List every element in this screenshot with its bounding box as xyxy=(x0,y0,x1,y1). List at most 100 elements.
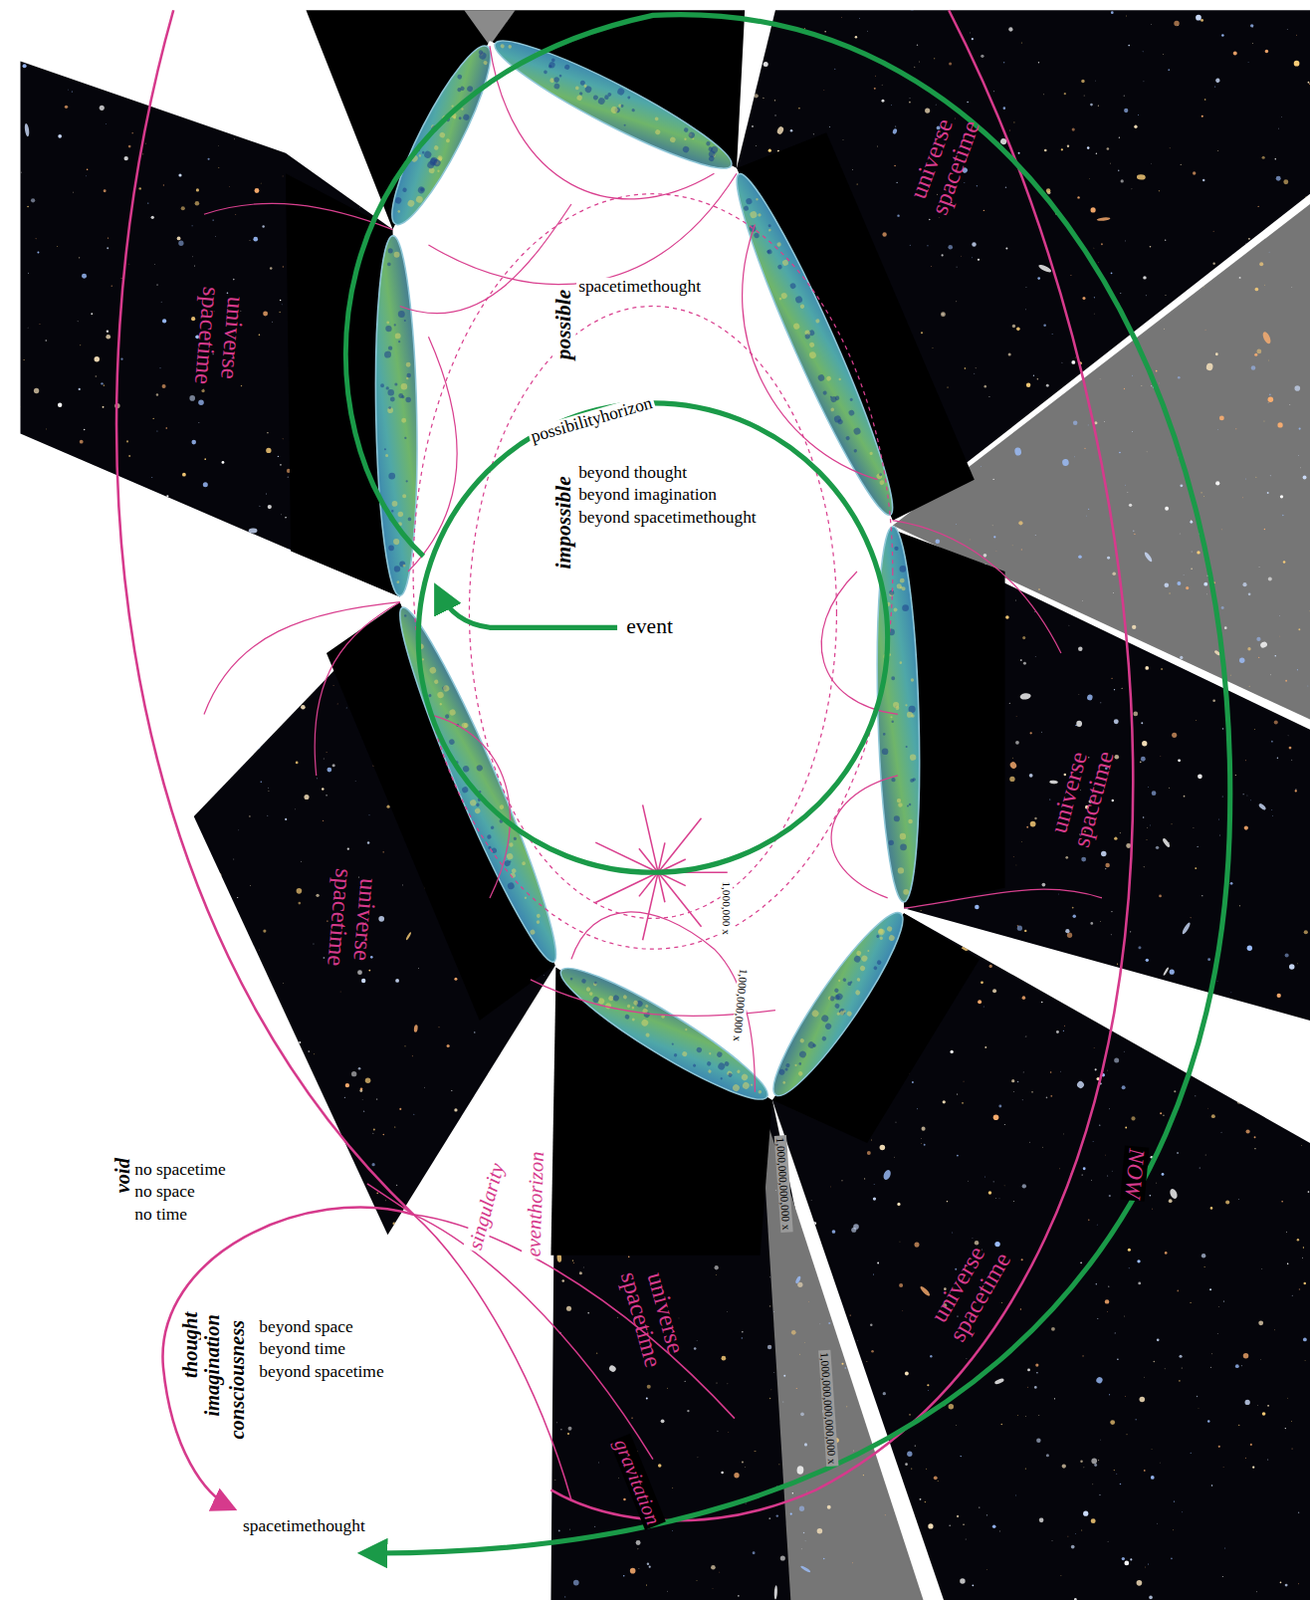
star xyxy=(1107,1286,1109,1288)
star xyxy=(1099,701,1101,703)
star xyxy=(172,1465,175,1468)
star xyxy=(332,763,336,767)
star xyxy=(1127,1267,1130,1270)
star xyxy=(232,1481,235,1484)
star xyxy=(171,884,173,886)
star xyxy=(1073,420,1079,426)
star xyxy=(127,1244,132,1249)
star xyxy=(1286,28,1289,31)
star xyxy=(105,122,108,125)
star xyxy=(235,915,238,918)
star xyxy=(177,236,182,241)
star xyxy=(1299,428,1302,431)
star xyxy=(180,592,183,595)
star xyxy=(778,1463,780,1465)
star xyxy=(1294,60,1301,67)
star xyxy=(1304,1282,1307,1285)
star xyxy=(203,980,206,983)
star xyxy=(1127,1248,1131,1252)
star xyxy=(1009,702,1011,704)
star xyxy=(964,1537,967,1540)
star xyxy=(107,1259,110,1262)
star xyxy=(29,1011,32,1014)
star xyxy=(931,346,934,349)
star xyxy=(1224,1546,1227,1549)
star xyxy=(904,1371,909,1376)
star xyxy=(1121,1085,1126,1090)
star xyxy=(1168,786,1171,789)
star xyxy=(69,539,72,542)
star xyxy=(282,265,284,267)
star xyxy=(191,1263,194,1266)
star xyxy=(166,494,169,497)
star xyxy=(39,1517,42,1520)
star xyxy=(806,1490,809,1493)
star xyxy=(1119,292,1121,294)
star xyxy=(977,999,982,1004)
star xyxy=(984,1175,987,1178)
star xyxy=(1242,582,1247,587)
star xyxy=(484,4,487,7)
star xyxy=(347,848,350,851)
star xyxy=(762,49,765,52)
star xyxy=(1072,127,1076,131)
star xyxy=(895,182,897,184)
star xyxy=(7,1496,10,1499)
star xyxy=(147,770,150,773)
star xyxy=(139,1314,141,1316)
star xyxy=(448,1505,451,1508)
star xyxy=(776,1514,779,1517)
star xyxy=(1221,33,1225,37)
star xyxy=(1252,1466,1255,1469)
star xyxy=(412,1300,414,1302)
star xyxy=(89,535,92,538)
star xyxy=(418,967,421,970)
star xyxy=(159,639,162,642)
star xyxy=(1025,1467,1027,1469)
star xyxy=(192,1088,198,1093)
star xyxy=(1046,384,1050,388)
star xyxy=(966,101,969,104)
star xyxy=(112,1152,114,1154)
star xyxy=(896,214,899,217)
star xyxy=(128,454,131,457)
star xyxy=(196,680,199,683)
star xyxy=(120,358,123,361)
star xyxy=(870,1322,873,1325)
star xyxy=(183,1535,187,1539)
star xyxy=(52,1145,55,1148)
star xyxy=(372,1131,375,1134)
star xyxy=(1285,952,1290,957)
star xyxy=(210,1185,213,1188)
star xyxy=(715,1382,717,1384)
star xyxy=(813,133,815,135)
star xyxy=(768,149,772,153)
star xyxy=(1308,1190,1310,1193)
star xyxy=(349,1288,352,1291)
star xyxy=(328,1123,330,1125)
star xyxy=(65,1524,68,1527)
star xyxy=(52,982,55,985)
star xyxy=(509,1376,516,1383)
star xyxy=(798,107,801,110)
star xyxy=(1029,418,1031,420)
star xyxy=(1041,1001,1044,1004)
star xyxy=(804,1442,808,1446)
star xyxy=(923,1143,926,1146)
star xyxy=(81,1488,85,1492)
star xyxy=(1106,1539,1109,1542)
star xyxy=(1094,1068,1097,1071)
star xyxy=(158,1089,162,1092)
star xyxy=(716,1266,719,1269)
star xyxy=(955,1423,958,1426)
star xyxy=(1008,129,1011,132)
star xyxy=(121,1285,124,1288)
star xyxy=(1297,668,1299,670)
star xyxy=(1091,207,1096,213)
star xyxy=(198,400,205,407)
star xyxy=(547,1154,550,1157)
star xyxy=(267,504,272,509)
star xyxy=(1170,1556,1173,1559)
star xyxy=(647,1561,650,1564)
star xyxy=(268,1050,270,1052)
